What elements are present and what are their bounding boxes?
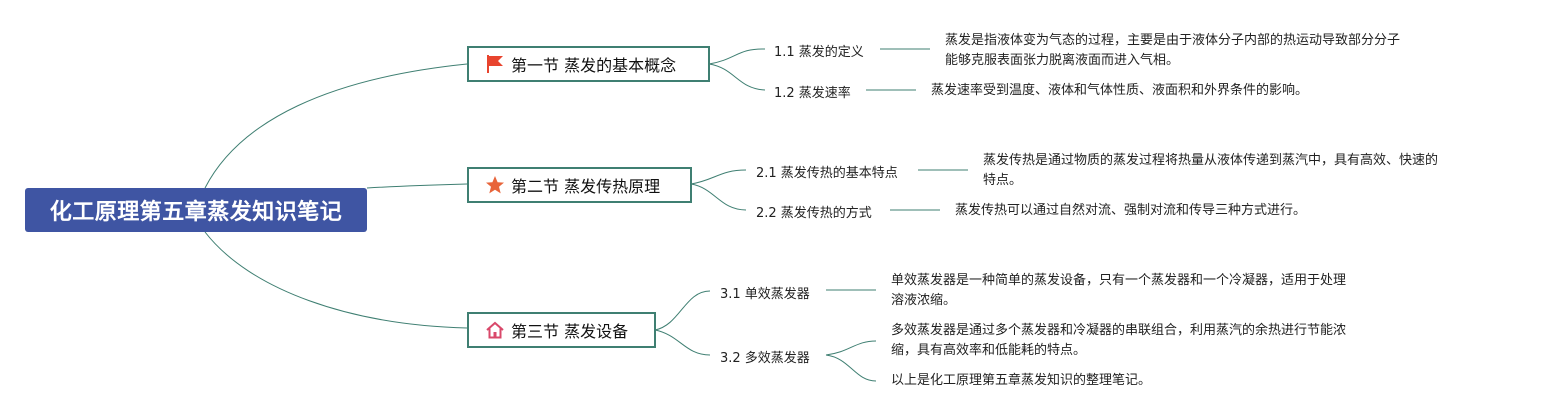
link-s2-t1 (690, 169, 747, 185)
red-flag-icon (485, 54, 505, 74)
note-3-2-extra[interactable]: 以上是化工原理第五章蒸发知识的整理笔记。 (891, 371, 1151, 391)
note-1-1[interactable]: 蒸发是指液体变为气态的过程，主要是由于液体分子内部的热运动导致部分分子 能够克服… (945, 31, 1400, 71)
topic-label: 3.1 单效蒸发器 (720, 287, 810, 302)
note-line: 特点。 (983, 173, 1023, 188)
link-s1-t1 (708, 48, 766, 65)
section-label-2: 第二节 蒸发传热原理 (511, 177, 661, 196)
note-line: 缩，具有高效率和低能耗的特点。 (891, 343, 1087, 358)
link-s3-t2 (654, 329, 711, 356)
topic-label: 3.2 多效蒸发器 (720, 351, 810, 366)
section-node-2[interactable]: 第二节 蒸发传热原理 (467, 167, 692, 203)
link-root-section-1 (204, 63, 468, 189)
topic-2-1[interactable]: 2.1 蒸发传热的基本特点 (756, 162, 898, 181)
link-root-section-3 (204, 231, 468, 329)
note-2-1[interactable]: 蒸发传热是通过物质的蒸发过程将热量从液体传递到蒸汽中，具有高效、快速的 特点。 (983, 151, 1438, 191)
section-node-3[interactable]: 第三节 蒸发设备 (467, 312, 656, 348)
note-line: 单效蒸发器是一种简单的蒸发设备，只有一个蒸发器和一个冷凝器，适用于处理 (891, 273, 1347, 288)
orange-star-icon (485, 175, 505, 195)
note-line: 蒸发速率受到温度、液体和气体性质、液面积和外界条件的影响。 (931, 83, 1309, 98)
note-line: 能够克服表面张力脱离液面而进入气相。 (945, 53, 1180, 68)
note-line: 蒸发传热是通过物质的蒸发过程将热量从液体传递到蒸汽中，具有高效、快速的 (983, 153, 1439, 168)
link-s3-t1 (654, 290, 711, 331)
root-node[interactable]: 化工原理第五章蒸发知识笔记 (25, 188, 367, 232)
note-3-2[interactable]: 多效蒸发器是通过多个蒸发器和冷凝器的串联组合，利用蒸汽的余热进行节能浓 缩，具有… (891, 321, 1346, 361)
note-line: 蒸发传热可以通过自然对流、强制对流和传导三种方式进行。 (955, 203, 1307, 218)
link-t32-note2 (825, 354, 877, 382)
topic-3-2[interactable]: 3.2 多效蒸发器 (720, 347, 810, 366)
note-2-2[interactable]: 蒸发传热可以通过自然对流、强制对流和传导三种方式进行。 (955, 201, 1306, 221)
note-line: 以上是化工原理第五章蒸发知识的整理笔记。 (891, 373, 1152, 388)
note-line: 蒸发是指液体变为气态的过程，主要是由于液体分子内部的热运动导致部分分子 (945, 33, 1401, 48)
topic-1-2[interactable]: 1.2 蒸发速率 (774, 82, 851, 101)
note-line: 多效蒸发器是通过多个蒸发器和冷凝器的串联组合，利用蒸汽的余热进行节能浓 (891, 323, 1347, 338)
link-t32-note1 (825, 340, 877, 356)
note-line: 溶液浓缩。 (891, 293, 957, 308)
topic-1-1[interactable]: 1.1 蒸发的定义 (774, 41, 864, 60)
section-label-3: 第三节 蒸发设备 (511, 322, 629, 341)
note-1-2[interactable]: 蒸发速率受到温度、液体和气体性质、液面积和外界条件的影响。 (931, 81, 1308, 101)
link-root-section-2 (366, 183, 468, 189)
link-s1-t2 (708, 63, 766, 91)
topic-label: 2.2 蒸发传热的方式 (756, 206, 872, 221)
topic-2-2[interactable]: 2.2 蒸发传热的方式 (756, 202, 872, 221)
topic-label: 2.1 蒸发传热的基本特点 (756, 166, 898, 181)
note-3-1[interactable]: 单效蒸发器是一种简单的蒸发设备，只有一个蒸发器和一个冷凝器，适用于处理 溶液浓缩… (891, 271, 1346, 311)
topic-3-1[interactable]: 3.1 单效蒸发器 (720, 283, 810, 302)
section-label-1: 第一节 蒸发的基本概念 (511, 56, 677, 75)
section-node-1[interactable]: 第一节 蒸发的基本概念 (467, 46, 710, 82)
home-icon (485, 320, 505, 340)
link-s2-t2 (690, 183, 747, 211)
root-title: 化工原理第五章蒸发知识笔记 (49, 200, 343, 225)
topic-label: 1.2 蒸发速率 (774, 86, 851, 101)
topic-label: 1.1 蒸发的定义 (774, 45, 864, 60)
